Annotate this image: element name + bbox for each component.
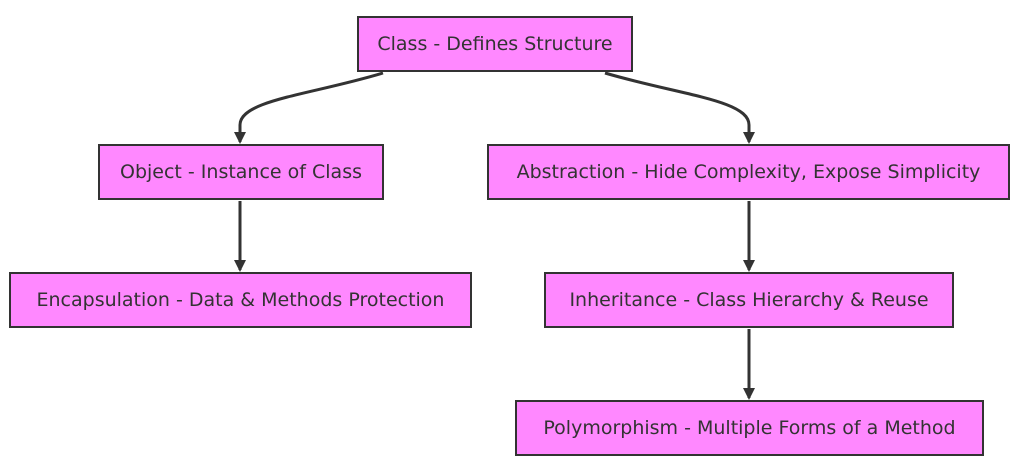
node-encapsulation: Encapsulation - Data & Methods Protectio… [9, 272, 472, 328]
node-polymorphism-label: Polymorphism - Multiple Forms of a Metho… [543, 417, 956, 439]
node-class-label: Class - Defines Structure [377, 33, 613, 55]
node-object-label: Object - Instance of Class [119, 161, 362, 183]
node-object: Object - Instance of Class [98, 144, 384, 200]
node-encapsulation-label: Encapsulation - Data & Methods Protectio… [36, 289, 445, 311]
edge-class-to-abstraction [604, 71, 755, 144]
edge-class-to-object [234, 71, 384, 144]
node-inheritance: Inheritance - Class Hierarchy & Reuse [544, 272, 954, 328]
node-abstraction: Abstraction - Hide Complexity, Expose Si… [487, 144, 1010, 200]
node-class: Class - Defines Structure [357, 16, 633, 72]
node-abstraction-label: Abstraction - Hide Complexity, Expose Si… [516, 161, 981, 183]
node-inheritance-label: Inheritance - Class Hierarchy & Reuse [569, 289, 929, 311]
node-polymorphism: Polymorphism - Multiple Forms of a Metho… [515, 400, 984, 456]
